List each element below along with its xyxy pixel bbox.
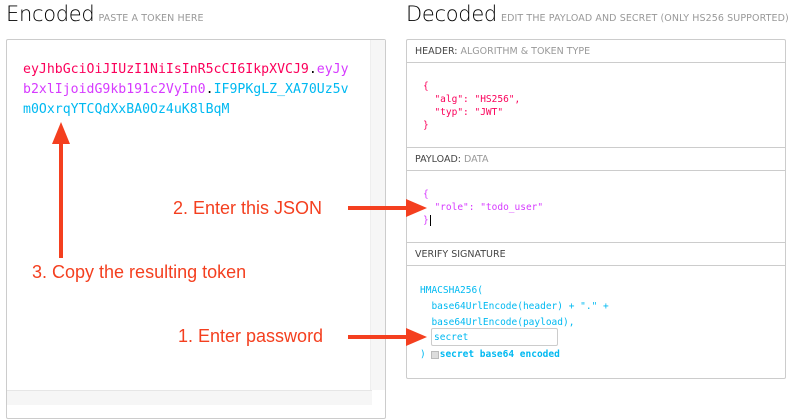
header-section-title: HEADER: ALGORITHM & TOKEN TYPE (407, 40, 785, 63)
arrow-json-head (406, 199, 427, 217)
token-payload-part: b2xlIjoidG9kb191c2VyIn0 (23, 82, 206, 97)
signature-section-title: VERIFY SIGNATURE (407, 243, 785, 266)
encoded-token-editor[interactable]: eyJhbGciOiJIUzI1NiIsInR5cCI6IkpXVCJ9.eyJ… (6, 39, 386, 419)
vertical-scrollbar[interactable] (370, 40, 385, 390)
token-text[interactable]: eyJhbGciOiJIUzI1NiIsInR5cCI6IkpXVCJ9.eyJ… (23, 60, 373, 120)
encoded-title: Encoded (6, 2, 95, 26)
decoded-title: Decoded (406, 2, 497, 26)
token-signature-part: m0OxrqYTCQdXxBA0Oz4uK8lBqM (23, 102, 230, 117)
base64-checkbox[interactable] (430, 350, 439, 359)
encoded-subtitle: PASTE A TOKEN HERE (98, 13, 204, 24)
annotation-step3: 3. Copy the resulting token (32, 262, 247, 282)
arrow-password-head (406, 328, 427, 346)
base64-checkbox-label[interactable]: secret base64 encoded (439, 349, 560, 360)
token-signature-part: IF9PKgLZ_XA70Uz5v (213, 82, 349, 97)
annotation-step1: 1. Enter password (178, 326, 324, 346)
header-json-editor[interactable]: { "alg": "HS256", "typ": "JWT" } (423, 81, 521, 131)
header-section: HEADER: ALGORITHM & TOKEN TYPE { "alg": … (407, 40, 785, 148)
payload-json-editor[interactable]: { "role": "todo_user" }​ (423, 189, 544, 226)
signature-section: VERIFY SIGNATURE HMACSHA256( base64UrlEn… (407, 243, 785, 378)
token-payload-part: eyJy (316, 62, 349, 77)
decoded-panel: HEADER: ALGORITHM & TOKEN TYPE { "alg": … (406, 39, 786, 379)
arrow-up-head (52, 122, 70, 144)
decoded-subtitle: EDIT THE PAYLOAD AND SECRET (ONLY HS256 … (500, 13, 789, 24)
payload-section-title: PAYLOAD: DATA (407, 148, 785, 171)
signature-close-row: ) secret base64 encoded (420, 349, 560, 360)
horizontal-scrollbar[interactable] (7, 390, 372, 405)
closing-paren: ) (420, 349, 426, 360)
annotation-step2: 2. Enter this JSON (173, 198, 323, 218)
token-dot: . (205, 82, 214, 97)
signature-formula: HMACSHA256( base64UrlEncode(header) + ".… (420, 285, 609, 328)
token-header-part: eyJhbGciOiJIUzI1NiIsInR5cCI6IkpXVCJ9 (23, 62, 309, 77)
secret-input[interactable] (431, 328, 558, 346)
token-dot: . (308, 62, 317, 77)
payload-section: PAYLOAD: DATA { "role": "todo_user" }​ (407, 148, 785, 243)
